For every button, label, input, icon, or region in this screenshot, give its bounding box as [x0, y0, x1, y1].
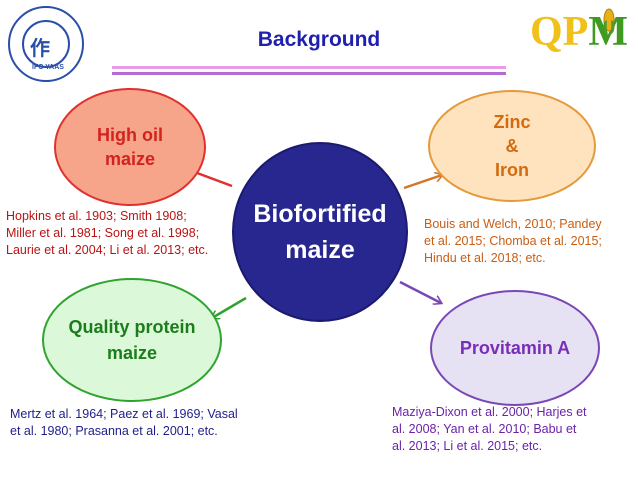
- ref-line: al. 2008; Yan et al. 2010; Babu et: [392, 422, 577, 436]
- ref-line: et al. 2015; Chomba et al. 2015;: [424, 234, 602, 248]
- node-zinc-iron: Zinc & Iron: [428, 90, 596, 202]
- title-divider-top: [112, 66, 506, 69]
- institute-logo: 作 IFC YAAS: [8, 6, 84, 82]
- node-qpm-line-1: Quality protein: [68, 317, 196, 337]
- node-vita-line-1: Provitamin A: [459, 338, 571, 358]
- ref-line: Miller et al. 1981; Song et al. 1998;: [6, 226, 200, 240]
- ref-line: Hopkins et al. 1903; Smith 1908;: [6, 209, 187, 223]
- corn-cob-icon: [603, 8, 615, 35]
- title-divider-bottom: [112, 72, 506, 75]
- center-line-2: maize: [285, 236, 355, 264]
- center-line-1: Biofortified: [253, 200, 387, 228]
- references-quality-protein: Mertz et al. 1964; Paez et al. 1969; Vas…: [10, 406, 300, 440]
- logo-mark-icon: 作: [30, 36, 50, 60]
- ref-line: al. 2013; Li et al. 2015; etc.: [392, 439, 543, 453]
- ref-line: Maziya-Dixon et al. 2000; Harjes et: [392, 405, 587, 419]
- node-zinc-line-3: Iron: [494, 160, 529, 180]
- references-zinc-iron: Bouis and Welch, 2010; Pandey et al. 201…: [424, 216, 636, 267]
- node-high-oil-maize: High oil maize: [54, 88, 206, 206]
- node-provitamin-a: Provitamin A: [430, 290, 600, 406]
- node-oil-line-1: High oil: [97, 125, 163, 145]
- node-zinc-line-2: &: [505, 136, 519, 156]
- page-title: Background: [257, 28, 381, 51]
- arrow-to-zinc-iron: [403, 175, 442, 190]
- node-qpm-line-2: maize: [106, 343, 157, 363]
- ref-line: Hindu et al. 2018; etc.: [424, 251, 546, 265]
- ref-line: Mertz et al. 1964; Paez et al. 1969; Vas…: [10, 407, 238, 421]
- ref-line: Bouis and Welch, 2010; Pandey: [424, 217, 602, 231]
- node-quality-protein-maize: Quality protein maize: [42, 278, 222, 402]
- ref-line: Laurie et al. 2004; Li et al. 2013; etc.: [6, 243, 209, 257]
- references-high-oil: Hopkins et al. 1903; Smith 1908; Miller …: [6, 208, 238, 259]
- arrow-to-quality-protein: [212, 296, 247, 318]
- ref-line: et al. 1980; Prasanna et al. 2001; etc.: [10, 424, 218, 438]
- node-zinc-line-1: Zinc: [493, 112, 531, 132]
- node-oil-line-2: maize: [104, 149, 156, 169]
- arrow-to-provitamin-a: [399, 280, 441, 303]
- references-provitamin-a: Maziya-Dixon et al. 2000; Harjes et al. …: [392, 404, 628, 455]
- logo-emblem: 作: [22, 20, 70, 68]
- logo-text: IFC YAAS: [32, 64, 64, 71]
- qpm-brand-logo: QPM: [530, 8, 630, 56]
- brand-letter-q: Q: [530, 9, 563, 55]
- center-node-biofortified-maize: Biofortified maize: [232, 142, 408, 322]
- brand-letter-p: P: [562, 9, 589, 55]
